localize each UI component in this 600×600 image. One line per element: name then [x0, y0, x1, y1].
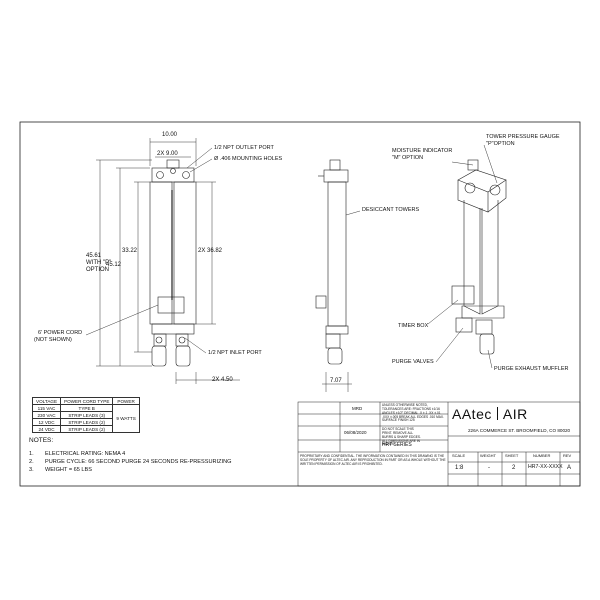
cell-voltage: 12 VDC: [31, 418, 62, 426]
label-desiccant-towers: DESICCANT TOWERS: [362, 207, 420, 213]
label-moisture-indicator: MOISTURE INDICATOR: [392, 148, 453, 154]
cell-power: 9 WATTS: [112, 404, 140, 433]
isometric-view: [451, 159, 507, 355]
tb-label-number: NUMBER: [533, 453, 551, 458]
title-block-grid: [297, 401, 581, 487]
tb-scale-note: DO NOT SCALE THIS PRINT. REMOVE ALL BURR…: [382, 427, 421, 447]
label-timer-box: TIMER BOX: [398, 323, 429, 329]
tb-series: HR7 SERIES: [382, 442, 412, 448]
tb-value-scale: 1:8: [455, 465, 464, 471]
tb-value-weight: -: [488, 465, 490, 471]
cell-cord-type: STRIP LEADS (3): [60, 411, 114, 419]
dim-bottom-2x: 2X 4.50: [212, 377, 233, 383]
th-power: POWER: [112, 397, 140, 405]
notes-title: NOTES:: [29, 437, 54, 444]
label-p-option: "P"OPTION: [486, 141, 515, 147]
tb-tolerance: UNLESS OTHERWISE NOTED, TOLERANCES ARE: …: [382, 403, 444, 423]
tb-label-sheet: SHEET: [505, 453, 519, 458]
tb-label-weight: WEIGHT: [480, 453, 496, 458]
label-m-option: "M" OPTION: [392, 155, 424, 161]
th-voltage: VOLTAGE: [31, 397, 62, 405]
tb-drawn-by: MRD: [352, 406, 363, 411]
dim-height-with-p: WITH "P": [86, 260, 112, 266]
note-item: 2.PURGE CYCLE: 66 SECOND PURGE 24 SECOND…: [29, 459, 232, 466]
front-view: [149, 159, 197, 367]
label-power-cord: 6' POWER CORD: [38, 330, 83, 336]
dim-side-depth: 7.07: [330, 378, 342, 384]
label-pressure-gauge: TOWER PRESSURE GAUGE: [486, 134, 560, 140]
label-purge-muffler: PURGE EXHAUST MUFFLER: [494, 366, 569, 372]
cell-cord-type: TYPE B: [60, 404, 114, 412]
label-power-cord-note: (NOT SHOWN): [34, 337, 72, 343]
dim-height-option: OPTION: [86, 267, 110, 273]
tb-label-rev: REV: [563, 453, 572, 458]
tb-value-rev: A: [567, 465, 572, 471]
cell-cord-type: STRIP LEADS (2): [60, 425, 114, 433]
th-cord-type: POWER CORD TYPE: [60, 397, 114, 405]
cell-voltage: 230 VAC: [31, 411, 62, 419]
dim-width-top: 10.00: [162, 132, 178, 138]
notes-list: 1.ELECTRICAL RATING: NEMA 4 2.PURGE CYCL…: [29, 450, 232, 474]
cell-voltage: 24 VDC: [31, 425, 62, 433]
iso-leaders: [427, 144, 498, 369]
note-item: 1.ELECTRICAL RATING: NEMA 4: [29, 451, 126, 457]
dim-height-total: 45.61: [86, 253, 102, 259]
dim-height-36-82: 2X 36.82: [198, 248, 223, 254]
cell-voltage: 115 VAC: [31, 404, 62, 412]
dim-width-2x: 2X 9.00: [157, 151, 178, 157]
dim-height-45-12: 45.12: [106, 262, 122, 268]
dim-height-33-22: 33.22: [122, 248, 138, 254]
label-mounting-holes: Ø .406 MOUNTING HOLES: [214, 156, 283, 162]
tb-date: 06/08/2020: [344, 430, 367, 435]
tb-label-scale: SCALE: [452, 453, 466, 458]
tb-value-number: HR7-XX-XXXX: [528, 464, 563, 470]
front-dimensions: [85, 138, 240, 384]
tb-value-sheet: 2: [512, 465, 516, 471]
note-item: 3.WEIGHT = 65 LBS: [29, 467, 92, 474]
cell-cord-type: STRIP LEADS (2): [60, 418, 114, 426]
power-spec-table: VOLTAGE POWER CORD TYPE POWER 115 VAC TY…: [31, 397, 140, 433]
company-address: 226A COMMERCE ST. BROOMFIELD, CO 80020: [468, 428, 571, 433]
side-view: [315, 159, 349, 365]
tb-proprietary: PROPRIETARY AND CONFIDENTIAL. THE INFORM…: [300, 454, 446, 466]
label-purge-valves: PURGE VALVES: [392, 359, 434, 365]
label-inlet-port: 1/2 NPT INLET PORT: [208, 350, 262, 356]
label-outlet-port: 1/2 NPT OUTLET PORT: [214, 145, 274, 151]
side-dimensions: [322, 210, 361, 392]
